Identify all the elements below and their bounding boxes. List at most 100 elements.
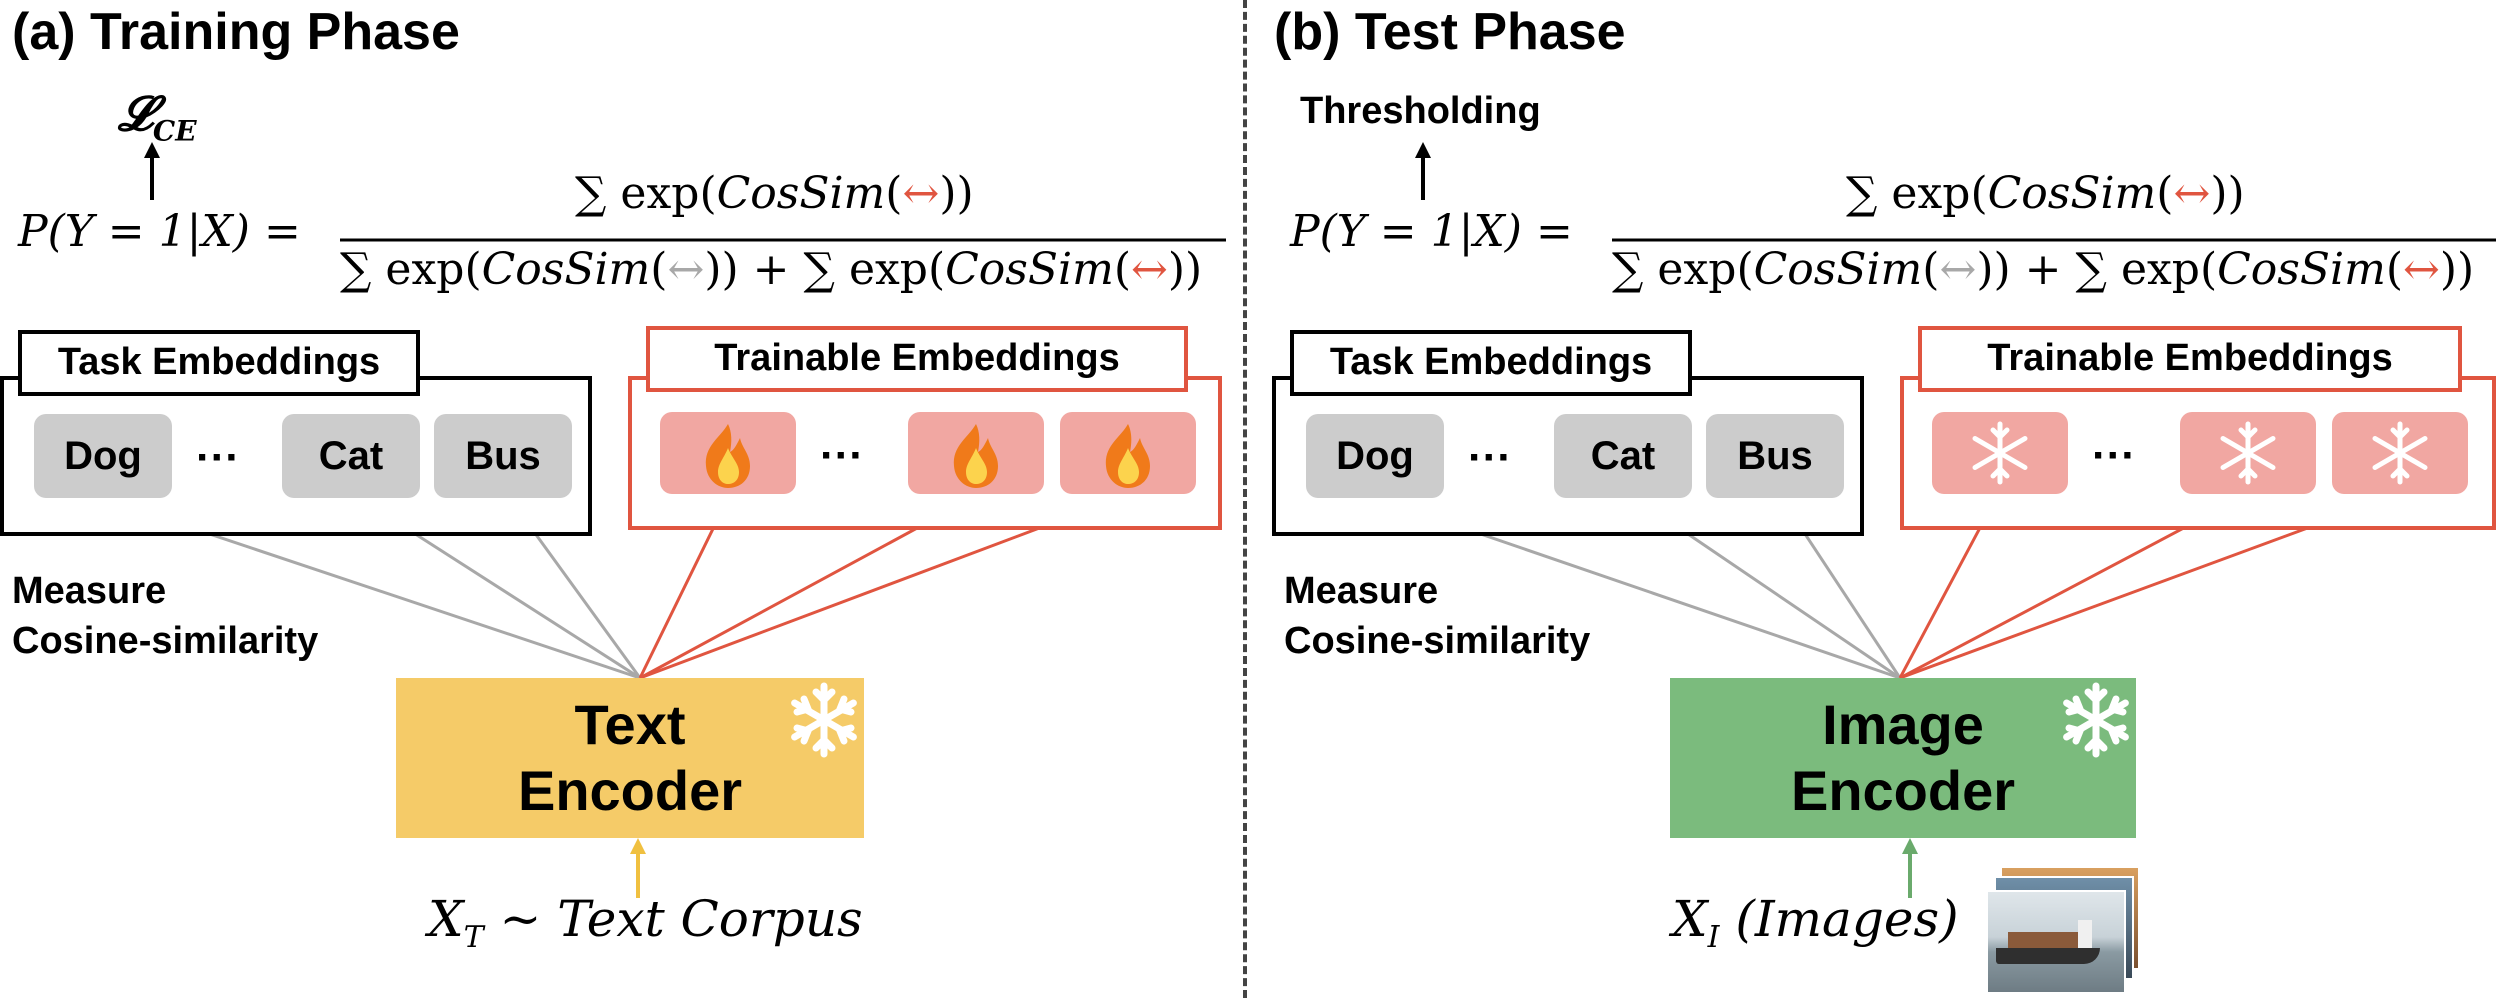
sum-symbol: ∑ — [1612, 244, 1644, 295]
formula-denominator: ∑ exp(CosSim(↔)) + ∑ exp(CosSim(↔)) — [1612, 244, 2474, 295]
gray-arrow-icon: ↔ — [667, 244, 705, 295]
paren-open: ( — [1922, 244, 1940, 295]
paren-close: )) — [2439, 244, 2475, 295]
sum-symbol: ∑ — [575, 168, 607, 219]
measure-line1: Measure — [1284, 570, 1439, 612]
gray-arrow-icon: ↔ — [1939, 244, 1977, 295]
trainable-chip — [2332, 412, 2468, 494]
sum-symbol: ∑ — [803, 244, 835, 295]
trainable-chip — [2180, 412, 2316, 494]
red-arrow-icon: ↔ — [2403, 244, 2440, 295]
image-encoder-box: Image Encoder — [1670, 678, 2136, 838]
paren-open: ( — [885, 168, 903, 219]
ellipsis: ··· — [2092, 431, 2136, 480]
panel-title: (a) Training Phase — [12, 3, 460, 61]
input-rest: ~ Text Corpus — [483, 890, 863, 948]
trainable-chip — [660, 412, 796, 494]
paren-open: ( — [650, 244, 668, 295]
task-embeddings-label: Task Embeddings — [1290, 330, 1692, 396]
fire-icon — [953, 424, 998, 488]
snowflake-icon — [2063, 682, 2129, 758]
trainable-embeddings-label: Trainable Embeddings — [646, 326, 1188, 392]
exp-text: exp( — [1891, 168, 1988, 219]
formula-numerator: ∑ exp(CosSim(↔)) — [1846, 168, 2245, 219]
sum-symbol: ∑ — [340, 244, 372, 295]
input-sub: I — [1707, 920, 1720, 955]
paren-close: )) — [939, 168, 974, 219]
input-sub: T — [463, 920, 484, 955]
sum-symbol: ∑ — [1846, 168, 1878, 219]
probability-lhs: P(Y = 1|X) = — [1290, 206, 1573, 257]
cossim-text: CosSim — [1753, 244, 1923, 295]
formula-denominator: ∑ exp(CosSim(↔)) + ∑ exp(CosSim(↔)) — [340, 244, 1202, 295]
ellipsis: ··· — [820, 431, 864, 480]
paren-close: )) — [1167, 244, 1203, 295]
panel-title: (b) Test Phase — [1274, 3, 1626, 61]
text-input-label: XT ~ Text Corpus — [428, 890, 863, 955]
cossim-text: CosSim — [2217, 244, 2386, 295]
paren-close: )) + — [704, 244, 790, 295]
paren-open: ( — [1113, 244, 1131, 295]
snowflake-icon — [791, 682, 857, 758]
thresholding-label: Thresholding — [1300, 90, 1541, 132]
sum-symbol: ∑ — [2075, 244, 2107, 295]
probability-lhs: P(Y = 1|X) = — [18, 206, 301, 257]
cossim-text: CosSim — [716, 168, 886, 219]
trainable-embeddings-label: Trainable Embeddings — [1918, 326, 2462, 392]
exp-text: exp( — [620, 168, 717, 219]
trainable-chip — [1060, 412, 1196, 494]
cossim-text: CosSim — [945, 244, 1114, 295]
red-arrow-icon: ↔ — [2173, 168, 2211, 219]
paren-close: )) — [2210, 168, 2245, 219]
ship-containers — [2008, 932, 2078, 948]
exp-text: exp( — [1657, 244, 1754, 295]
formula-numerator: ∑ exp(CosSim(↔)) — [575, 168, 974, 219]
measure-line2: Cosine-similarity — [12, 620, 319, 662]
encoder-line2: Encoder — [1790, 759, 2016, 822]
image-input-label: XI (Images) — [1672, 890, 1959, 955]
ship-hull — [1996, 948, 2100, 964]
measure-label: Measure Cosine-similarity — [1284, 566, 1590, 666]
task-embeddings-label: Task Embeddings — [18, 330, 420, 396]
input-rest: (Images) — [1719, 890, 1959, 948]
cossim-text: CosSim — [1987, 168, 2157, 219]
encoder-line1: Text — [574, 693, 686, 756]
ellipsis: ··· — [196, 433, 240, 482]
loss-label: 𝓛CE — [118, 86, 197, 148]
cossim-text: CosSim — [481, 244, 651, 295]
fire-icon — [1105, 424, 1150, 488]
ship-bridge — [2078, 920, 2092, 948]
task-chip-bus: Bus — [434, 414, 572, 498]
encoder-line1: Image — [1822, 693, 1984, 756]
task-chip-dog: Dog — [34, 414, 172, 498]
task-chip-dog: Dog — [1306, 414, 1444, 498]
input-var: X — [1672, 890, 1708, 948]
loss-subscript: CE — [152, 114, 197, 148]
fire-icon — [705, 424, 750, 488]
ellipsis: ··· — [1468, 433, 1512, 482]
paren-close: )) + — [1976, 244, 2062, 295]
snowflake-icon — [1972, 421, 2028, 485]
snowflake-icon — [2372, 421, 2428, 485]
measure-label: Measure Cosine-similarity — [12, 566, 318, 666]
measure-line2: Cosine-similarity — [1284, 620, 1591, 662]
paren-open: ( — [2156, 168, 2174, 219]
task-chip-bus: Bus — [1706, 414, 1844, 498]
trainable-chip — [908, 412, 1044, 494]
panel-divider — [1243, 0, 1247, 998]
exp-text: exp( — [848, 244, 946, 295]
task-chip-cat: Cat — [282, 414, 420, 498]
red-arrow-icon: ↔ — [1131, 244, 1168, 295]
input-var: X — [428, 890, 464, 948]
loss-symbol: 𝓛 — [118, 86, 153, 142]
exp-text: exp( — [2120, 244, 2218, 295]
exp-text: exp( — [385, 244, 482, 295]
text-encoder-box: Text Encoder — [396, 678, 864, 838]
image-stack — [1986, 866, 2140, 994]
red-arrow-icon: ↔ — [902, 168, 940, 219]
photo-ship — [1986, 890, 2126, 994]
trainable-chip — [1932, 412, 2068, 494]
measure-line1: Measure — [12, 570, 167, 612]
task-chip-cat: Cat — [1554, 414, 1692, 498]
encoder-line2: Encoder — [517, 759, 743, 822]
